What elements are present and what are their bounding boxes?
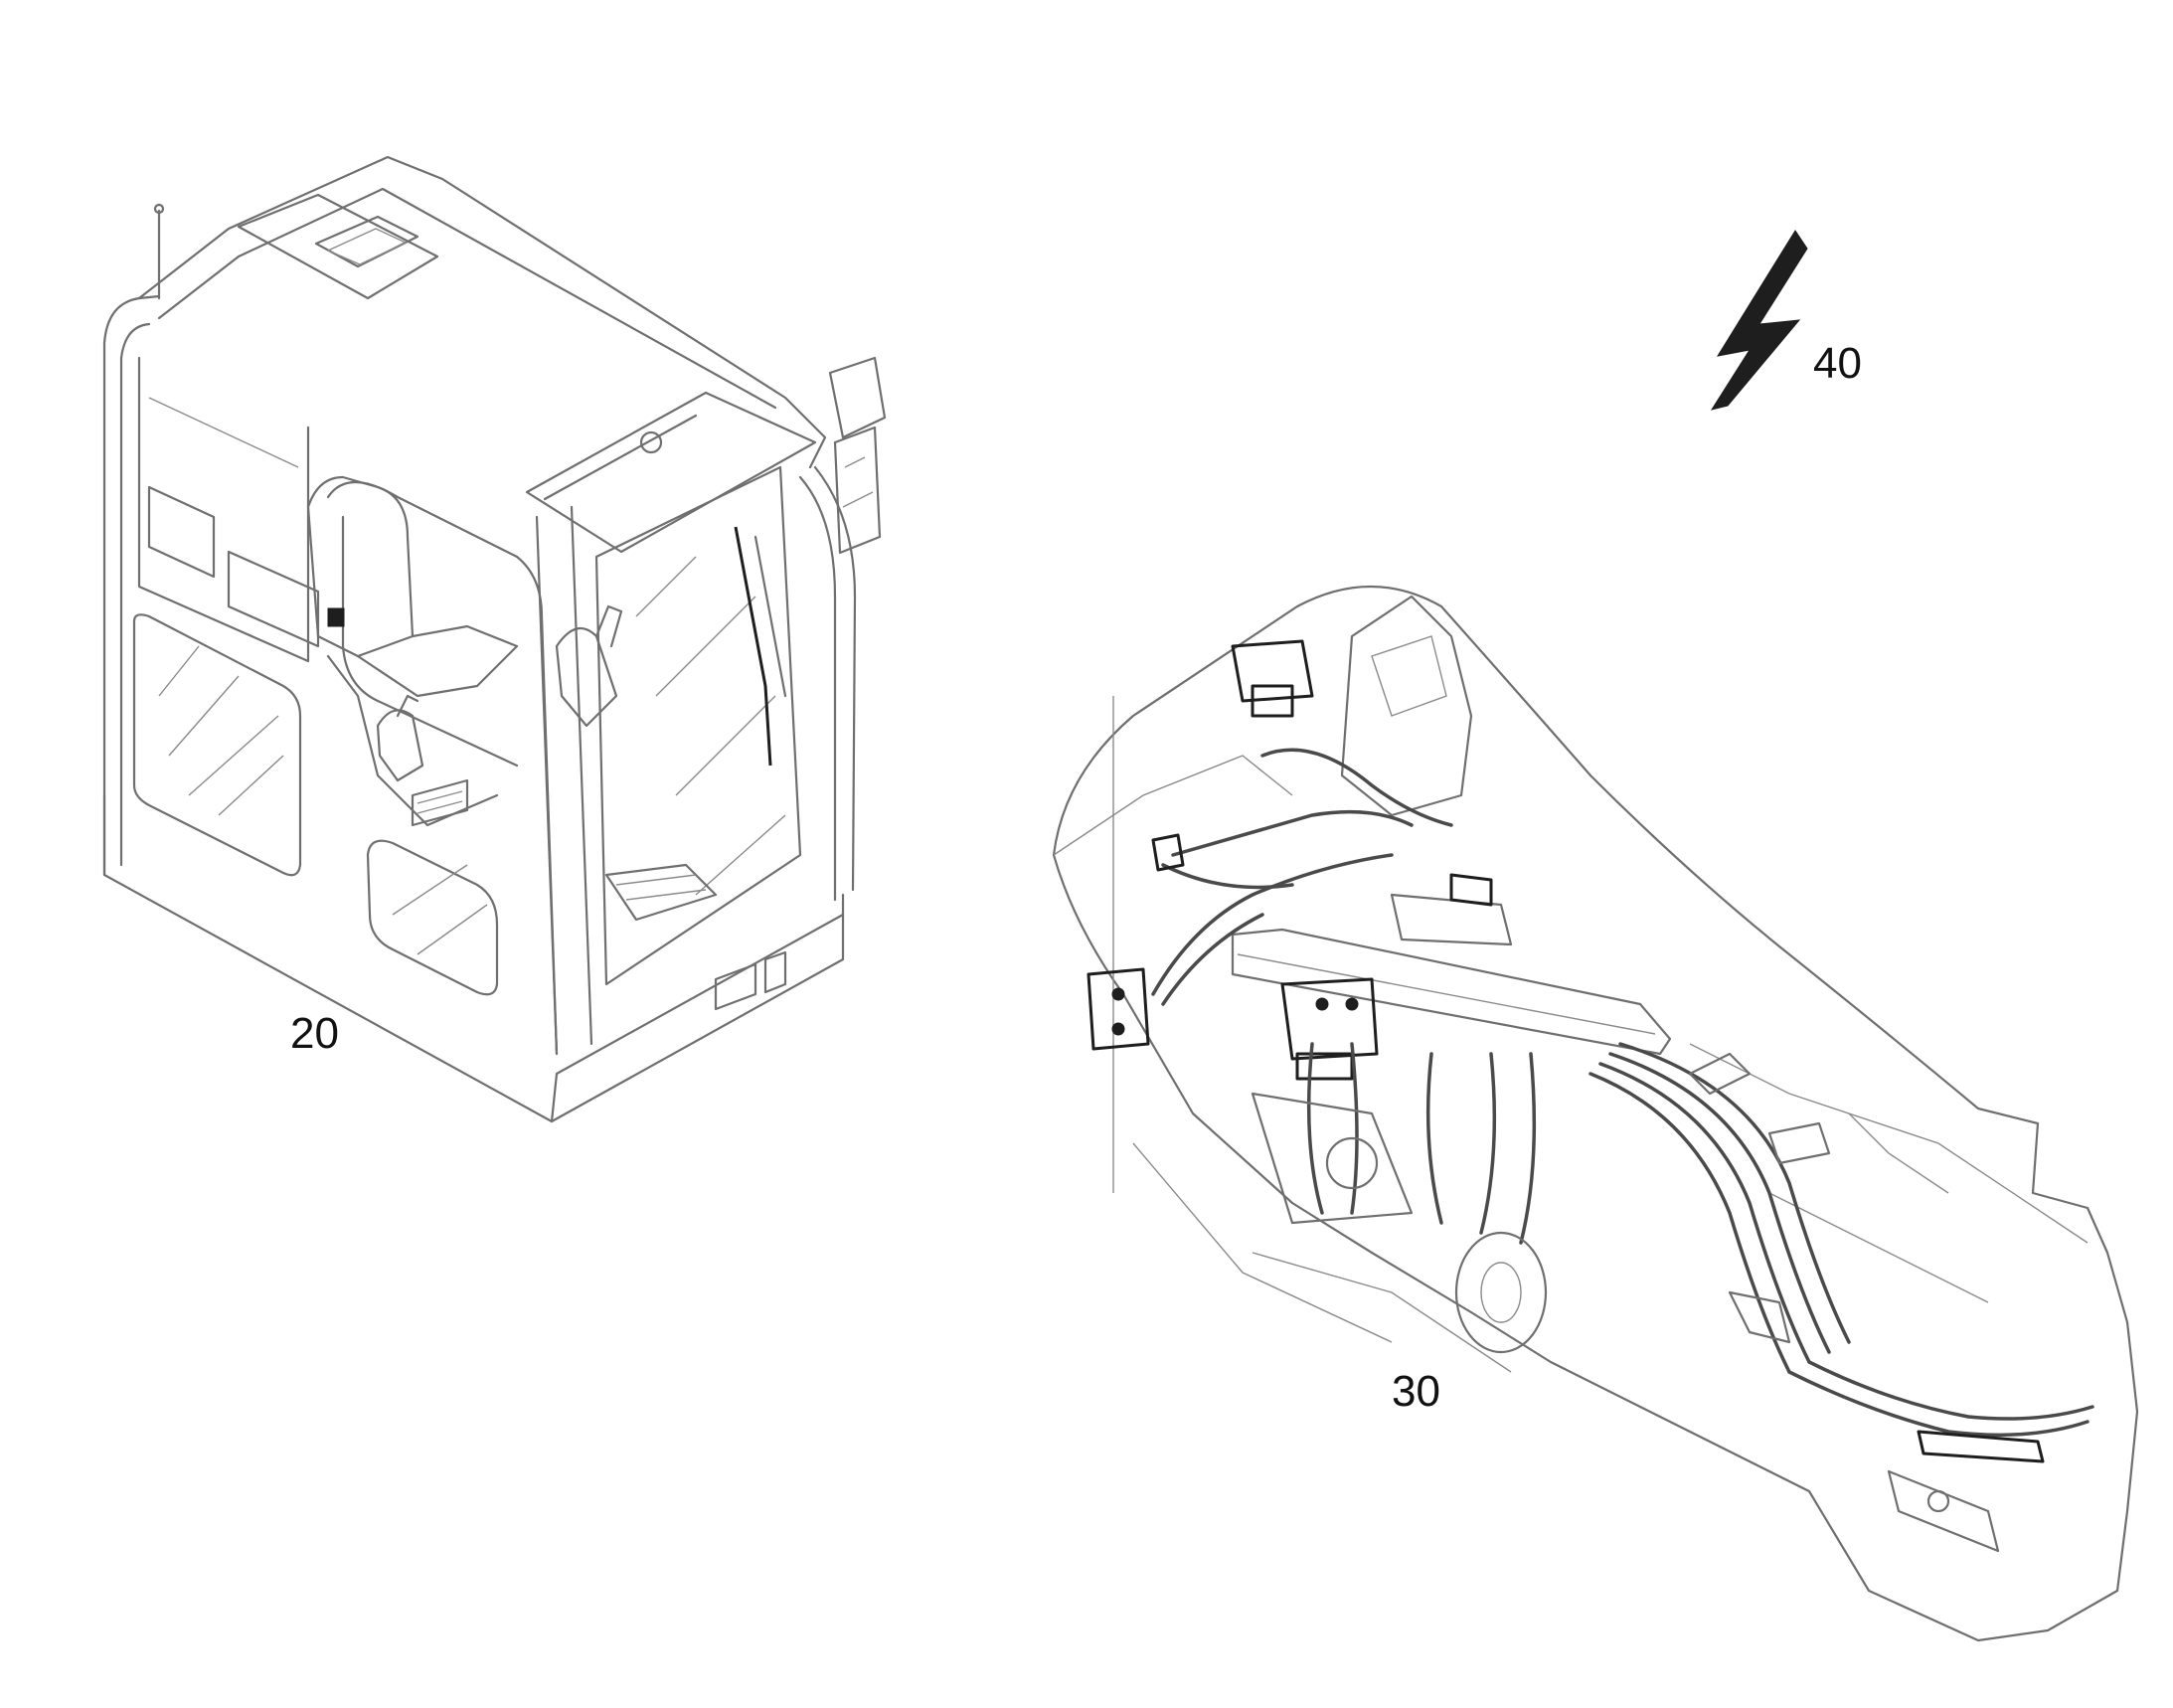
hydraulic-assembly-drawing (1052, 586, 2139, 1642)
electric-symbol-reference-label: 40 (1813, 339, 1862, 388)
operator-cab-drawing (102, 155, 887, 1123)
cab-reference-label: 20 (290, 1009, 339, 1058)
lightning-bolt-icon (1710, 230, 1808, 411)
hydraulics-reference-label: 30 (1392, 1367, 1440, 1416)
